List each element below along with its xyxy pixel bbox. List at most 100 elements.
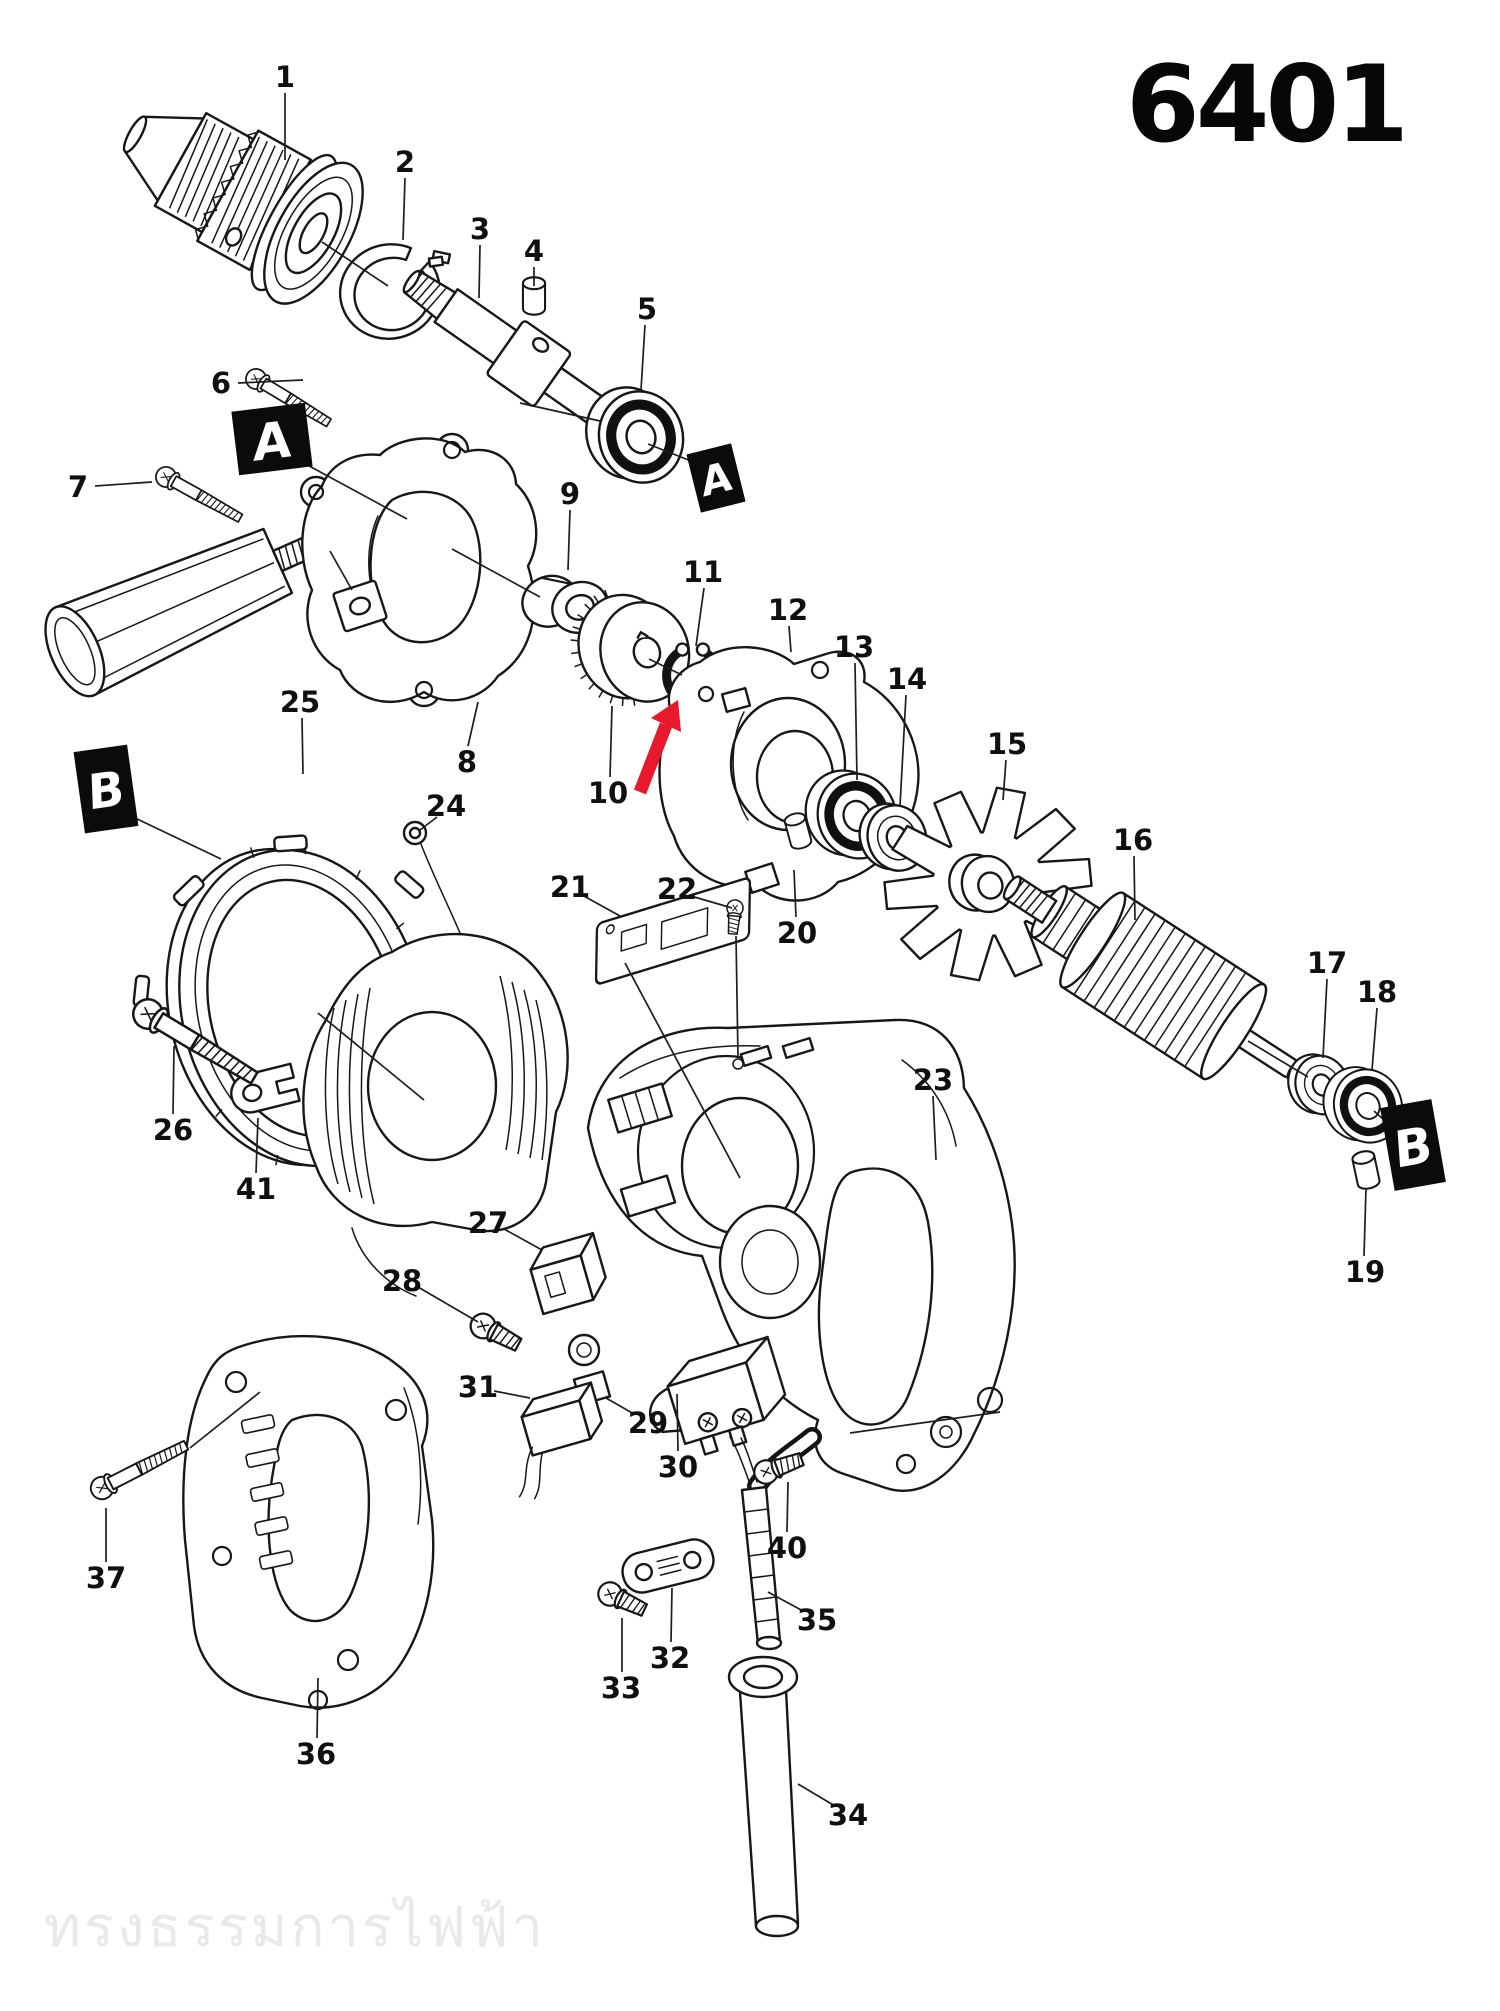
part-19-pin [1350,1148,1382,1192]
callout-leader-34 [797,1783,836,1807]
svg-text:A: A [252,409,292,473]
callout-leader-24 [419,816,438,831]
red-arrow-head [651,700,681,732]
callout-leader-22 [690,895,733,909]
part-callout-7: 7 [68,470,88,504]
axis-line [132,816,222,860]
part-callout-19: 19 [1345,1255,1385,1289]
part-callout-9: 9 [560,477,580,511]
callout-leader-25 [301,717,304,775]
callout-leader-20 [793,869,797,918]
callout-leader-15 [1002,759,1007,801]
part-callout-22: 22 [657,872,697,906]
part-36-handle-cover [182,1334,435,1711]
part-1-chuck [122,111,364,305]
part-callout-15: 15 [987,727,1027,761]
part-callout-30: 30 [658,1450,698,1484]
part-callout-20: 20 [777,916,817,950]
ref-marker-a-1: A [231,402,313,476]
part-callout-6: 6 [211,366,231,400]
part-callout-2: 2 [395,145,415,179]
part-15-fan [883,786,1093,982]
callout-leader-10 [609,705,613,778]
callout-leader-30 [676,1393,679,1452]
axis-line [189,1391,261,1449]
part-callout-35: 35 [797,1603,837,1637]
part-3-spindle [402,269,610,427]
axis-line [624,962,741,1179]
svg-text:B: B [87,760,125,821]
axis-line [451,548,541,598]
part-37-screw [85,1434,193,1505]
axis-line [519,402,601,422]
axis-line [317,1012,425,1101]
part-32-cord-clamp [621,1538,715,1594]
part-callout-34: 34 [828,1798,868,1832]
part-callout-21: 21 [550,870,590,904]
callout-leader-6 [237,379,304,384]
callout-leader-16 [1133,855,1136,921]
svg-text:A: A [698,453,734,506]
part-callout-25: 25 [280,685,320,719]
part-callout-13: 13 [834,630,874,664]
callout-leader-7 [94,481,153,487]
part-callout-3: 3 [470,212,490,246]
part-2-chuck-ring [338,243,452,340]
part-callout-32: 32 [650,1641,690,1675]
part-27-connector [529,1231,607,1316]
callout-leader-12 [788,625,792,653]
callout-leader-17 [1322,978,1328,1059]
callout-leader-41 [255,1117,259,1174]
part-28-screw [465,1308,526,1357]
callout-leader-18 [1371,1007,1378,1071]
part-callout-8: 8 [457,745,477,779]
part-callout-10: 10 [588,776,628,810]
ref-marker-a-2: A [686,443,746,513]
part-side-handle-grip [44,527,331,698]
part-callout-17: 17 [1307,946,1347,980]
part-callout-41: 41 [236,1172,276,1206]
watermark-text: ทรงธรรมการไฟฟ้า [44,1895,546,1960]
part-21-brush-plate [594,877,752,985]
axis-line [321,241,389,287]
part-callout-12: 12 [768,593,808,627]
axis-line [329,550,353,591]
callout-leader-36 [316,1677,319,1739]
callout-leader-23 [932,1095,937,1161]
svg-text:B: B [1392,1114,1434,1180]
callout-leader-40 [786,1481,789,1533]
model-number-title: 6401 [1126,43,1409,166]
part-callout-27: 27 [468,1206,508,1240]
part-callout-16: 16 [1113,823,1153,857]
ref-marker-b-3: B [73,744,139,834]
assembly-axis-lines [132,241,1395,1449]
part-23-motor-housing [586,1018,1016,1492]
part-callout-23: 23 [913,1063,953,1097]
callout-leader-28 [417,1286,479,1323]
part-callout-14: 14 [887,662,927,696]
axis-line [735,935,739,1059]
part-callout-36: 36 [296,1737,336,1771]
part-callout-33: 33 [601,1671,641,1705]
part-callout-37: 37 [86,1561,126,1595]
callout-leader-8 [467,701,479,747]
callout-leader-26 [172,1045,175,1115]
part-callout-18: 18 [1357,975,1397,1009]
highlight-arrow [633,700,681,795]
callout-leader-9 [567,509,571,571]
axis-line [849,1411,1001,1434]
axis-line [648,658,683,676]
part-callout-31: 31 [458,1370,498,1404]
part-callout-26: 26 [153,1113,193,1147]
part-8-gear-housing [299,432,538,708]
axis-line [1247,1040,1309,1078]
part-callout-28: 28 [382,1264,422,1298]
part-callout-40: 40 [767,1531,807,1565]
part-callout-24: 24 [426,789,466,823]
callout-leader-35 [767,1591,804,1612]
callout-leader-5 [640,324,646,391]
callout-leader-13 [854,662,858,781]
